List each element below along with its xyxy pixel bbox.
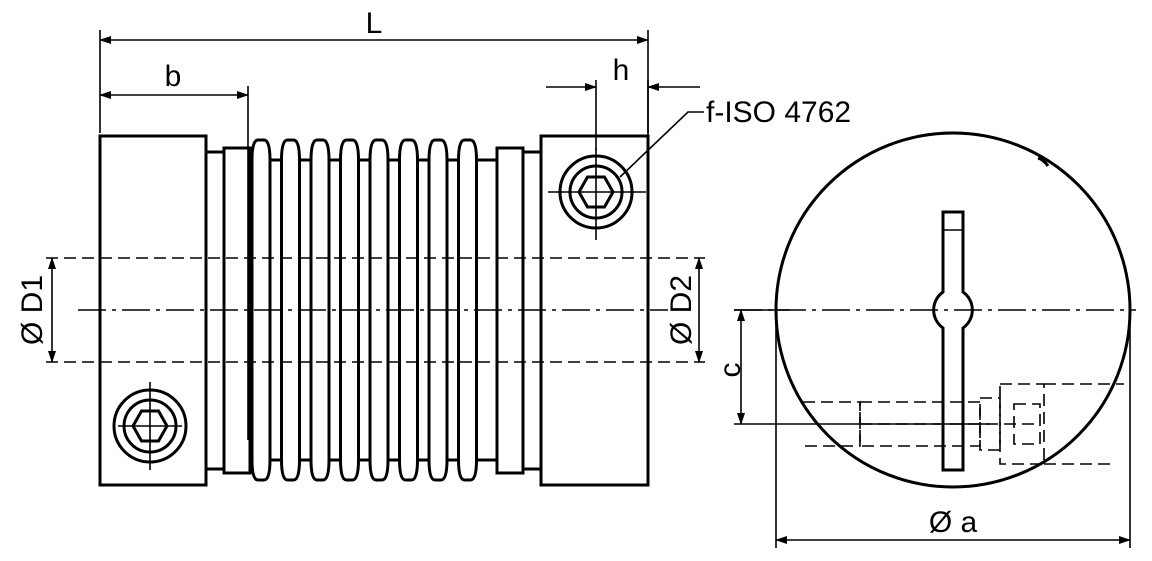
side-view: L b h f-ISO 4762 Ø D1 Ø D2 [16,7,851,487]
label-b: b [165,60,182,93]
bellows [250,138,497,482]
hidden-screw-icon [803,383,1124,465]
clamp-slot [932,210,974,472]
label-c: c [714,363,747,378]
left-clamp-screw-icon [112,382,188,470]
label-h: h [613,54,630,87]
screw-leader-line [619,111,704,178]
label-d1: Ø D1 [16,275,49,345]
end-view: c Ø a [714,131,1136,548]
bellows-outline [250,458,497,482]
label-d2: Ø D2 [665,275,698,345]
label-a: Ø a [929,506,978,539]
bellows-outline [250,138,497,162]
label-l: L [366,7,383,40]
right-clamp-screw-icon [548,148,646,240]
label-screw-spec: f-ISO 4762 [706,96,851,129]
